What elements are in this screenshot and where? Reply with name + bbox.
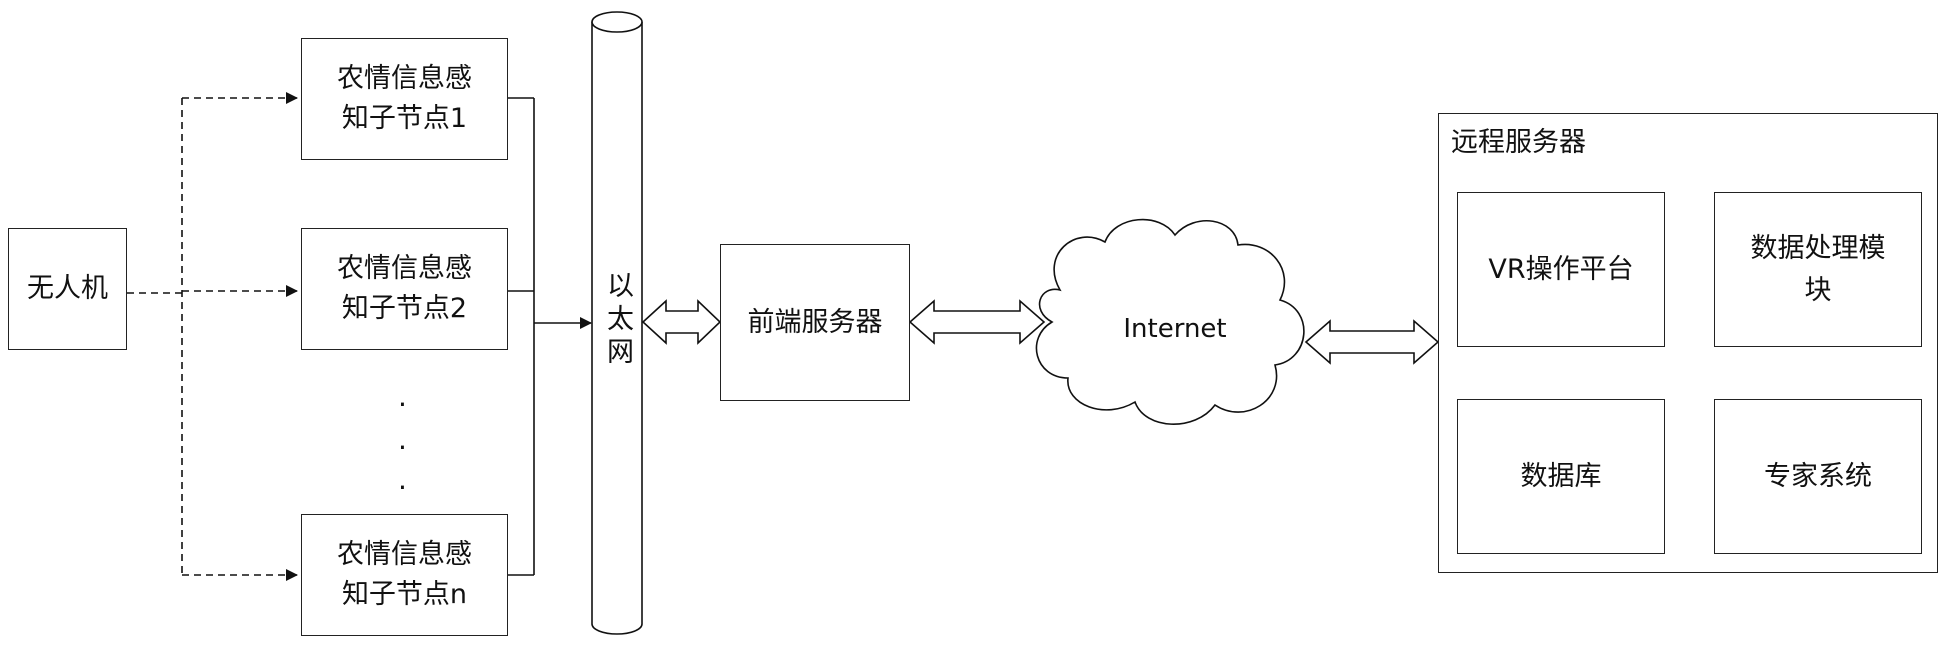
sensor-node-n-line1: 农情信息感 [337,535,472,575]
vr-platform-box: VR操作平台 [1457,192,1665,347]
expert-system-label: 专家系统 [1715,400,1921,553]
sensor-node-n-line2: 知子节点n [342,575,467,615]
remote-server-box: 远程服务器 VR操作平台 数据处理模 块 数据库 专家系统 [1438,113,1938,573]
sensor-node-1-line1: 农情信息感 [337,59,472,99]
node-links [508,98,591,575]
vr-platform-label: VR操作平台 [1458,193,1664,346]
database-box: 数据库 [1457,399,1665,554]
sensor-node-1: 农情信息感 知子节点1 [301,38,508,160]
drone-links [127,98,297,575]
ethernet-label: 以太网 [592,255,642,385]
data-processing-label: 数据处理模 块 [1715,193,1921,346]
database-label: 数据库 [1458,400,1664,553]
front-server-box: 前端服务器 [720,244,910,401]
sensor-node-2: 农情信息感 知子节点2 [301,228,508,350]
data-processing-box: 数据处理模 块 [1714,192,1922,347]
remote-server-title: 远程服务器 [1451,122,1586,164]
sensor-node-1-label: 农情信息感 知子节点1 [302,39,507,159]
sensor-node-2-line2: 知子节点2 [342,289,467,329]
sensor-node-n-label: 农情信息感 知子节点n [302,515,507,635]
arrow-ethernet-front [643,301,720,343]
sensor-node-1-line2: 知子节点1 [342,99,467,139]
ellipsis-dot-2: . [398,426,407,454]
arrow-internet-remote [1306,321,1438,363]
sensor-node-n: 农情信息感 知子节点n [301,514,508,636]
ellipsis-dot-3: . [398,466,407,494]
drone-box: 无人机 [8,228,127,350]
drone-label: 无人机 [9,229,126,349]
internet-label: Internet [1105,308,1245,350]
ellipsis-dot-1: . [398,383,407,411]
sensor-node-2-line1: 农情信息感 [337,249,472,289]
expert-system-box: 专家系统 [1714,399,1922,554]
arrow-front-internet [910,301,1044,343]
front-server-label: 前端服务器 [721,245,909,400]
sensor-node-2-label: 农情信息感 知子节点2 [302,229,507,349]
